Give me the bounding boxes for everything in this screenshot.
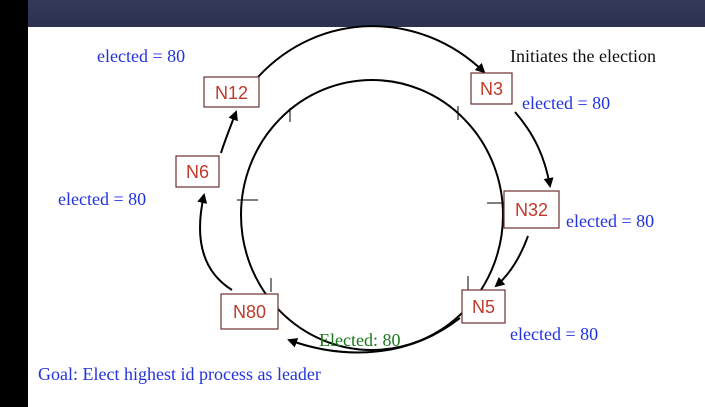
slide-header-band — [28, 0, 705, 27]
ring-tick-marks — [237, 106, 509, 292]
ring-circle — [240, 79, 504, 351]
initiator-note: Initiates the election — [510, 46, 656, 66]
node-n32: N32 — [503, 190, 560, 229]
arrow-n5-to-n80 — [287, 317, 461, 354]
annotation-n3: elected = 80 — [522, 93, 610, 113]
node-label-n80: N80 — [233, 302, 266, 322]
annotation-n6: elected = 80 — [58, 189, 146, 209]
node-n5: N5 — [461, 289, 506, 324]
window-edge — [0, 0, 28, 407]
goal-text: Goal: Elect highest id process as leader — [38, 364, 321, 384]
annotation-n5: elected = 80 — [510, 324, 598, 344]
slide-canvas — [28, 27, 705, 407]
message-arrows — [197, 25, 554, 354]
arrow-n32-to-n5 — [494, 235, 529, 288]
node-label-n5: N5 — [472, 297, 495, 317]
node-n6: N6 — [175, 155, 220, 188]
node-label-n3: N3 — [480, 79, 503, 99]
node-label-n32: N32 — [515, 200, 548, 220]
arrow-n12-to-n3 — [257, 25, 486, 78]
node-label-n6: N6 — [186, 162, 209, 182]
annotation-n32: elected = 80 — [566, 211, 654, 231]
arrow-n6-to-n12 — [220, 110, 238, 154]
node-n3: N3 — [470, 72, 513, 105]
node-n80: N80 — [220, 293, 279, 330]
arrow-n80-to-n6 — [197, 193, 233, 291]
node-n12: N12 — [203, 76, 260, 108]
annotation-n12: elected = 80 — [97, 46, 185, 66]
final-elected-message: Elected: 80 — [319, 330, 400, 350]
arrow-n3-to-n32 — [514, 111, 554, 188]
node-label-n12: N12 — [215, 83, 248, 103]
